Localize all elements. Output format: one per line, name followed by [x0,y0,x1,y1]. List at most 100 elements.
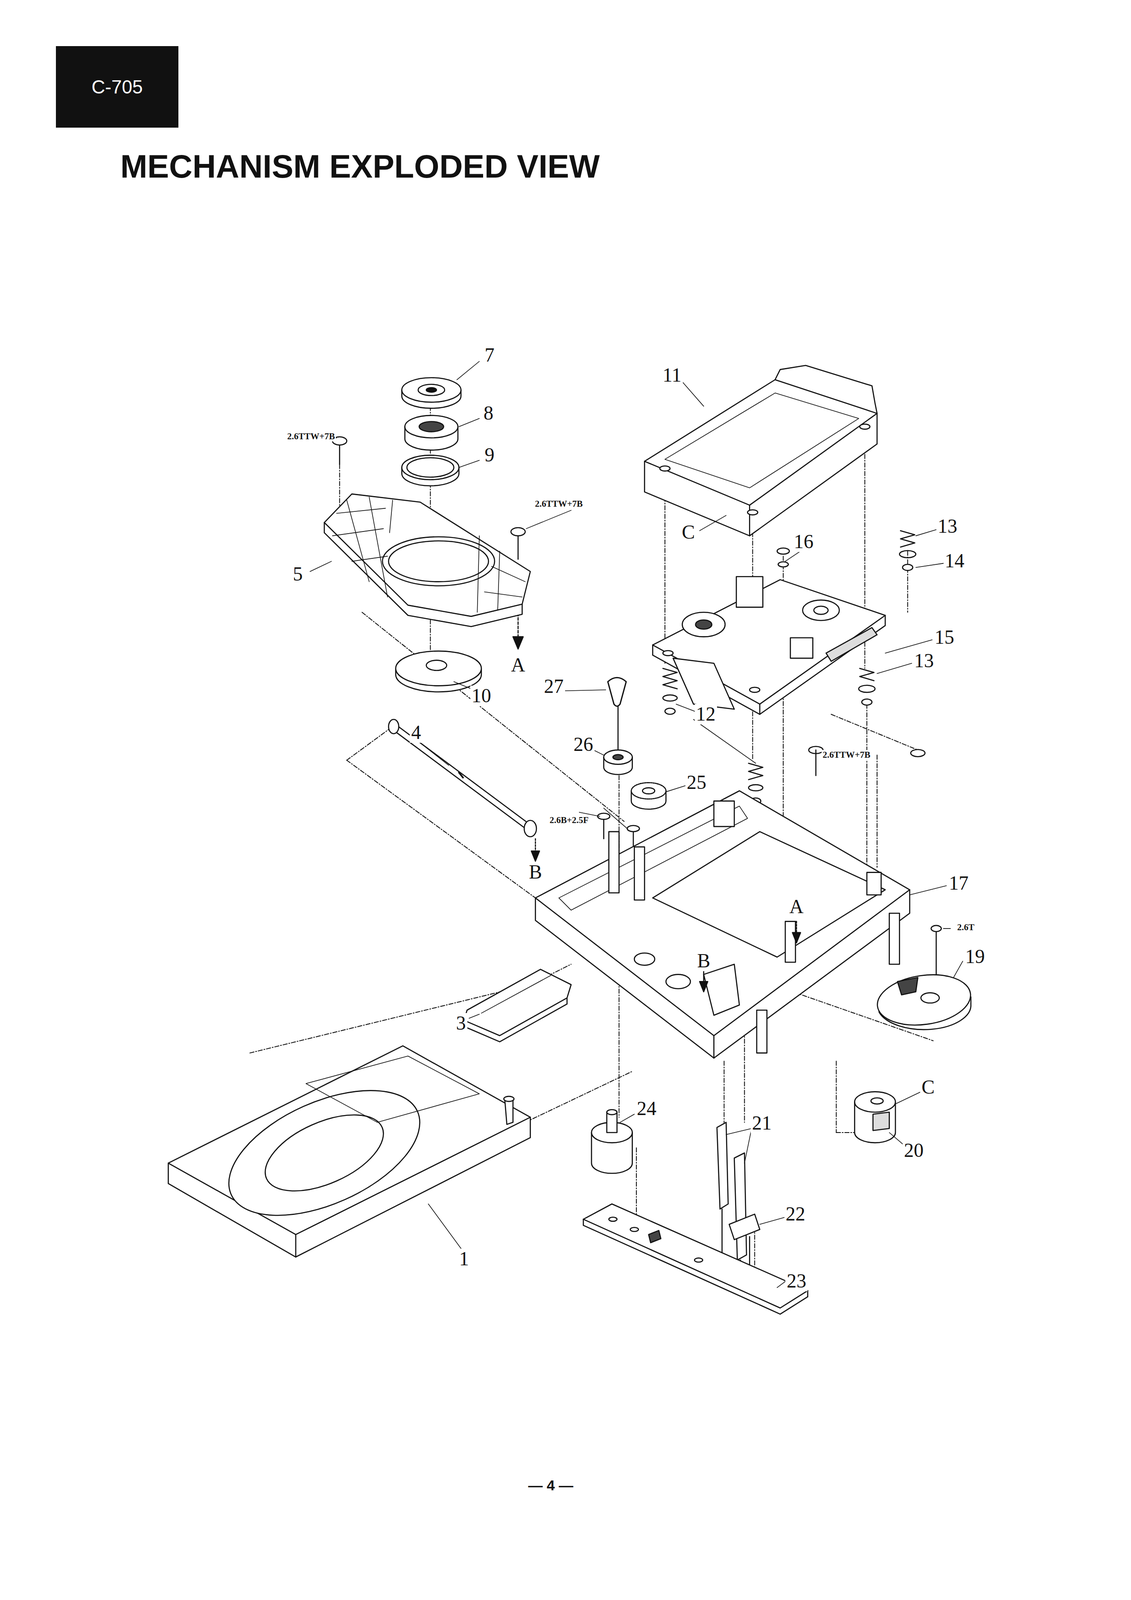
part-chassis [652,831,886,957]
leader-lines [889,1132,904,1145]
part-cover [644,379,878,506]
part-mechanism [673,658,735,709]
part-chassis [699,981,708,992]
part-disc [426,387,437,393]
callout-number: 15 [933,626,956,648]
part-tray [503,1096,514,1102]
part-ring [405,415,458,450]
part-bracket [481,975,551,1013]
part-belt-pulley [607,677,627,706]
part-chassis [634,846,645,900]
part-ring [401,454,459,480]
part-chassis [609,831,620,893]
part-chassis [665,974,691,989]
part-plate [346,499,370,582]
part-disc [921,992,940,1003]
part-pcb-bar [609,1216,618,1222]
part-belt-pulley [603,749,633,764]
part-motor [606,1109,618,1115]
part-ring [405,415,458,438]
part-mechanism [802,600,840,621]
part-cam [854,1091,896,1143]
assembly-lines [339,464,341,511]
leader-lines [744,1128,752,1163]
part-plate [477,535,480,613]
part-cover [775,365,878,414]
part-plate [351,556,388,562]
screw [815,749,817,776]
part-chassis [703,964,740,1015]
part-shaft [458,772,464,778]
part-mechanism [695,619,712,630]
assembly-lines [361,612,624,822]
part-cover [859,423,870,429]
part-chassis [713,1035,715,1059]
callout-number: 12 [694,703,718,725]
part-belt-pulley [617,705,619,750]
callout-number: 19 [963,946,986,967]
part-bracket [463,969,572,1042]
assembly-lines [346,726,393,761]
part-disc [418,384,445,396]
part-mechanism [682,612,726,637]
part-plate [388,540,489,582]
part-belt-pulley [603,677,667,809]
part-cam [854,1091,896,1112]
part-plate [382,536,495,586]
part-mechanism [826,627,878,662]
page-number: — 4 — [526,1477,575,1493]
part-disc [931,925,942,932]
part-plate [491,566,526,582]
callout-number: C [680,521,697,543]
part-bracket [463,969,572,1036]
callout-number: A [788,896,805,917]
assembly-lines [743,1030,745,1123]
part-mechanism [736,576,763,608]
part-chassis [714,800,735,827]
leader-lines [725,1128,752,1134]
part-plate [332,528,384,536]
part-disc [401,377,461,403]
callout-number: 11 [661,364,683,386]
part-disc [874,925,974,1031]
leader-lines [915,563,944,568]
leader-lines [953,961,963,978]
callout-number: 22 [784,1203,807,1225]
part-tray [295,1234,297,1257]
part-mechanism [749,687,760,693]
part-shaft [392,729,529,831]
part-mechanism [652,576,886,715]
callout-number: 21 [750,1112,773,1134]
badge-text: C-705 [91,76,143,98]
leader-lines [603,807,628,829]
part-belt-pulley [612,754,624,760]
part-disc [874,968,974,1031]
part-cover [644,365,878,554]
callout-number: 13 [936,515,959,537]
part-pcb-bar [648,1230,662,1243]
part-chassis [535,790,910,1058]
assembly-lines [249,406,933,1291]
part-cam [872,1111,890,1131]
screw [510,527,525,536]
spring [861,698,872,705]
callout-number: 17 [947,872,970,894]
screw-spec: 2.6TTW+7B [821,749,872,760]
leader-lines [682,381,704,406]
leader-lines [458,460,480,468]
part-pcb-bar [583,1203,808,1308]
spring [859,668,874,681]
screw-spec: 2.6B+2.5F [548,815,590,825]
callout-number: 8 [482,402,495,424]
spring [748,784,763,791]
leader-lines [593,749,604,755]
part-cover [747,509,758,515]
leader-lines [909,885,947,895]
leader-lines [309,561,332,572]
callout-number: 26 [572,734,595,755]
part-disc [935,928,937,982]
part-mechanism [759,703,761,715]
assembly-lines [723,1061,725,1133]
part-cam [871,1097,884,1104]
part-tray [306,1055,480,1123]
